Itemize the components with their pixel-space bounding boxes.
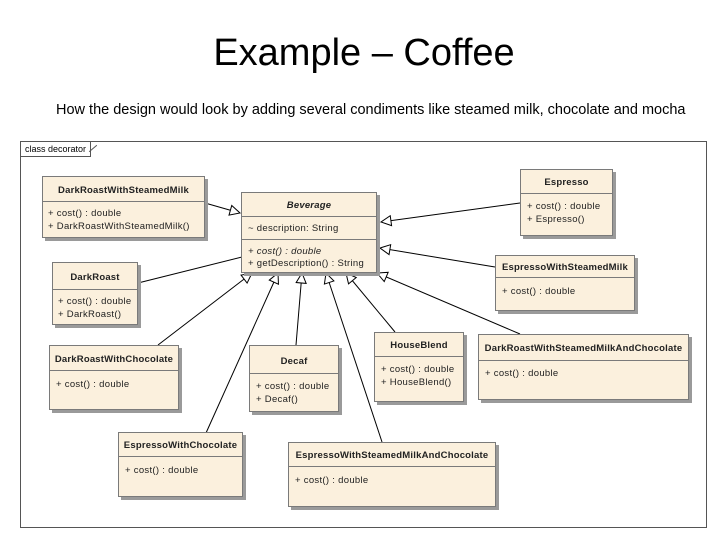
class-name: HouseBlend <box>390 340 448 351</box>
class-dark-roast-with-steamed-milk: DarkRoastWithSteamedMilk + cost() : doub… <box>42 176 205 238</box>
class-operation: + Decaf() <box>256 394 299 405</box>
class-operation: + cost() : double <box>502 286 576 297</box>
class-espresso: Espresso + cost() : double + Espresso() <box>520 169 613 236</box>
class-dark-roast-with-chocolate: DarkRoastWithChocolate + cost() : double <box>49 345 179 410</box>
class-attribute: ~ description: String <box>248 223 339 234</box>
class-name: DarkRoastWithSteamedMilkAndChocolate <box>484 343 683 354</box>
class-name: Beverage <box>286 200 332 211</box>
diagram-frame-label: class decorator <box>21 142 92 157</box>
edge-darkroastwithchocolate-beverage <box>157 273 252 346</box>
class-operation: + cost() : double <box>58 296 132 307</box>
class-name: DarkRoastWithSteamedMilk <box>58 185 189 196</box>
edge-espresso-beverage <box>381 202 521 222</box>
class-operation: + cost() : double <box>485 368 559 379</box>
class-espresso-with-chocolate: EspressoWithChocolate + cost() : double <box>118 432 243 497</box>
class-decaf: Decaf + cost() : double + Decaf() <box>249 345 339 412</box>
class-name: EspressoWithSteamedMilkAndChocolate <box>295 450 489 461</box>
edge-espressowithchocolate-beverage <box>205 273 278 434</box>
diagram-frame <box>20 141 707 528</box>
class-operation: + cost() : double <box>248 246 322 257</box>
class-name: DarkRoastWithChocolate <box>54 354 174 365</box>
class-operation: + cost() : double <box>295 475 369 486</box>
class-name: DarkRoast <box>70 272 120 283</box>
class-dark-roast: DarkRoast + cost() : double + DarkRoast(… <box>52 262 138 325</box>
class-operation: + Espresso() <box>527 214 585 225</box>
class-espresso-with-steamed-milk: EspressoWithSteamedMilk + cost() : doubl… <box>495 255 635 311</box>
class-espresso-with-steamed-milk-and-chocolate: EspressoWithSteamedMilkAndChocolate + co… <box>288 442 496 507</box>
class-beverage: Beverage ~ description: String + cost() … <box>241 192 377 273</box>
class-house-blend: HouseBlend + cost() : double + HouseBlen… <box>374 332 464 402</box>
edge-darkroastwithsteamedmilk-beverage <box>204 202 240 213</box>
class-operation: + cost() : double <box>125 465 199 476</box>
class-operation: + cost() : double <box>381 364 455 375</box>
class-operation: + cost() : double <box>527 201 601 212</box>
edge-houseblend-beverage <box>346 273 396 333</box>
class-dark-roast-with-steamed-milk-and-chocolate: DarkRoastWithSteamedMilkAndChocolate + c… <box>478 334 689 400</box>
class-operation: + cost() : double <box>256 381 330 392</box>
class-name: Decaf <box>280 356 308 367</box>
class-operation: + getDescription() : String <box>248 258 365 269</box>
edge-espressowithsteamedmilk-beverage <box>380 248 496 268</box>
class-operation: + DarkRoastWithSteamedMilk() <box>48 221 190 232</box>
slide-subtitle: How the design would look by adding seve… <box>56 102 686 118</box>
class-operation: + HouseBlend() <box>381 377 452 388</box>
edge-espressowithsteamedmilkandchocolate-beverage <box>326 273 383 443</box>
class-name: EspressoWithSteamedMilk <box>502 262 628 273</box>
class-name: Espresso <box>544 177 589 188</box>
class-operation: + cost() : double <box>56 379 130 390</box>
slide-title: Example – Coffee <box>213 32 515 74</box>
edge-decaf-beverage <box>296 273 302 346</box>
class-operation: + cost() : double <box>48 208 122 219</box>
edge-darkroastwithsteamedmilkandchocolate-beverage <box>377 273 521 335</box>
class-name: EspressoWithChocolate <box>123 440 238 451</box>
class-operation: + DarkRoast() <box>58 309 122 320</box>
